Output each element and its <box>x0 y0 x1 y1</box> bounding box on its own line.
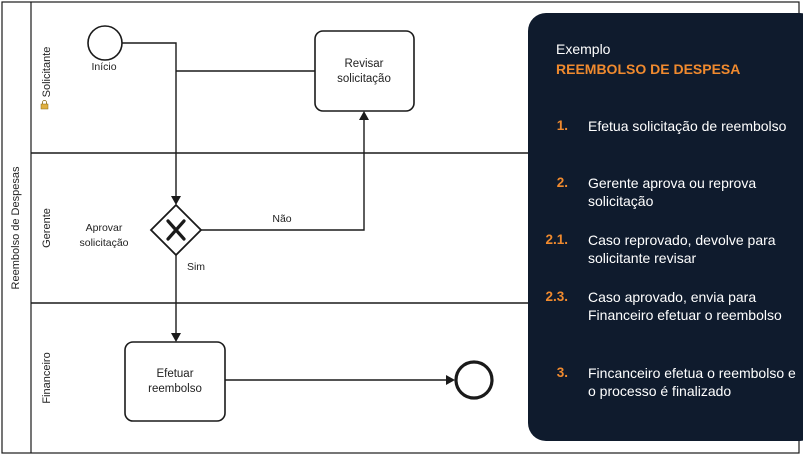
arrowhead-efetuar <box>171 333 181 342</box>
gateway-x-marker <box>166 219 186 241</box>
arrowhead-end <box>446 375 455 385</box>
lock-icon <box>40 100 49 110</box>
start-event[interactable] <box>87 25 123 61</box>
example-panel: Exemplo REEMBOLSO DE DESPESA 1. Efetua s… <box>528 13 803 441</box>
step-number: 3. <box>556 365 568 380</box>
lane-label-gerente: Gerente <box>41 208 53 248</box>
step-number: 2.1. <box>545 232 568 247</box>
task-revisar-solicitacao[interactable] <box>314 30 415 112</box>
step-number: 2.3. <box>545 289 568 304</box>
step-text: Fincanceiro efetua o reembolso e o proce… <box>588 365 796 399</box>
end-event[interactable] <box>454 360 494 400</box>
arrowhead-gateway <box>171 196 181 205</box>
step-number: 2. <box>556 175 568 190</box>
task-efetuar-reembolso[interactable] <box>124 341 226 422</box>
step-text: Efetua solicitação de reembolso <box>588 118 787 134</box>
start-event-label: Início <box>91 61 116 73</box>
flow-nao <box>201 118 365 231</box>
task-efetuar-line1: Efetuar <box>156 368 193 380</box>
panel-subtitle: Exemplo <box>556 41 611 57</box>
flow-nao-label: Não <box>272 213 291 225</box>
task-revisar-line2: solicitação <box>337 73 391 85</box>
lane-label-solicitante: Solicitante <box>41 47 53 98</box>
step-text: Caso reprovado, devolve para solicitante… <box>588 232 776 266</box>
task-revisar-line1: Revisar <box>345 58 384 70</box>
lane-label-financeiro: Financeiro <box>41 352 53 403</box>
step-text: Caso aprovado, envia para Financeiro efe… <box>588 289 782 323</box>
flow-start-to-gateway <box>122 42 177 202</box>
task-efetuar-line2: reembolso <box>148 383 202 395</box>
gateway-label-line2: solicitação <box>79 237 128 249</box>
arrowhead-revisar <box>359 111 369 120</box>
gateway-label-line1: Aprovar <box>86 222 123 234</box>
panel-title: REEMBOLSO DE DESPESA <box>556 61 741 77</box>
step-number: 1. <box>556 118 568 133</box>
pool-label: Reembolso de Despesas <box>10 166 22 289</box>
flow-sim-label: Sim <box>187 261 205 273</box>
step-text: Gerente aprova ou reprova solicitação <box>588 175 757 209</box>
